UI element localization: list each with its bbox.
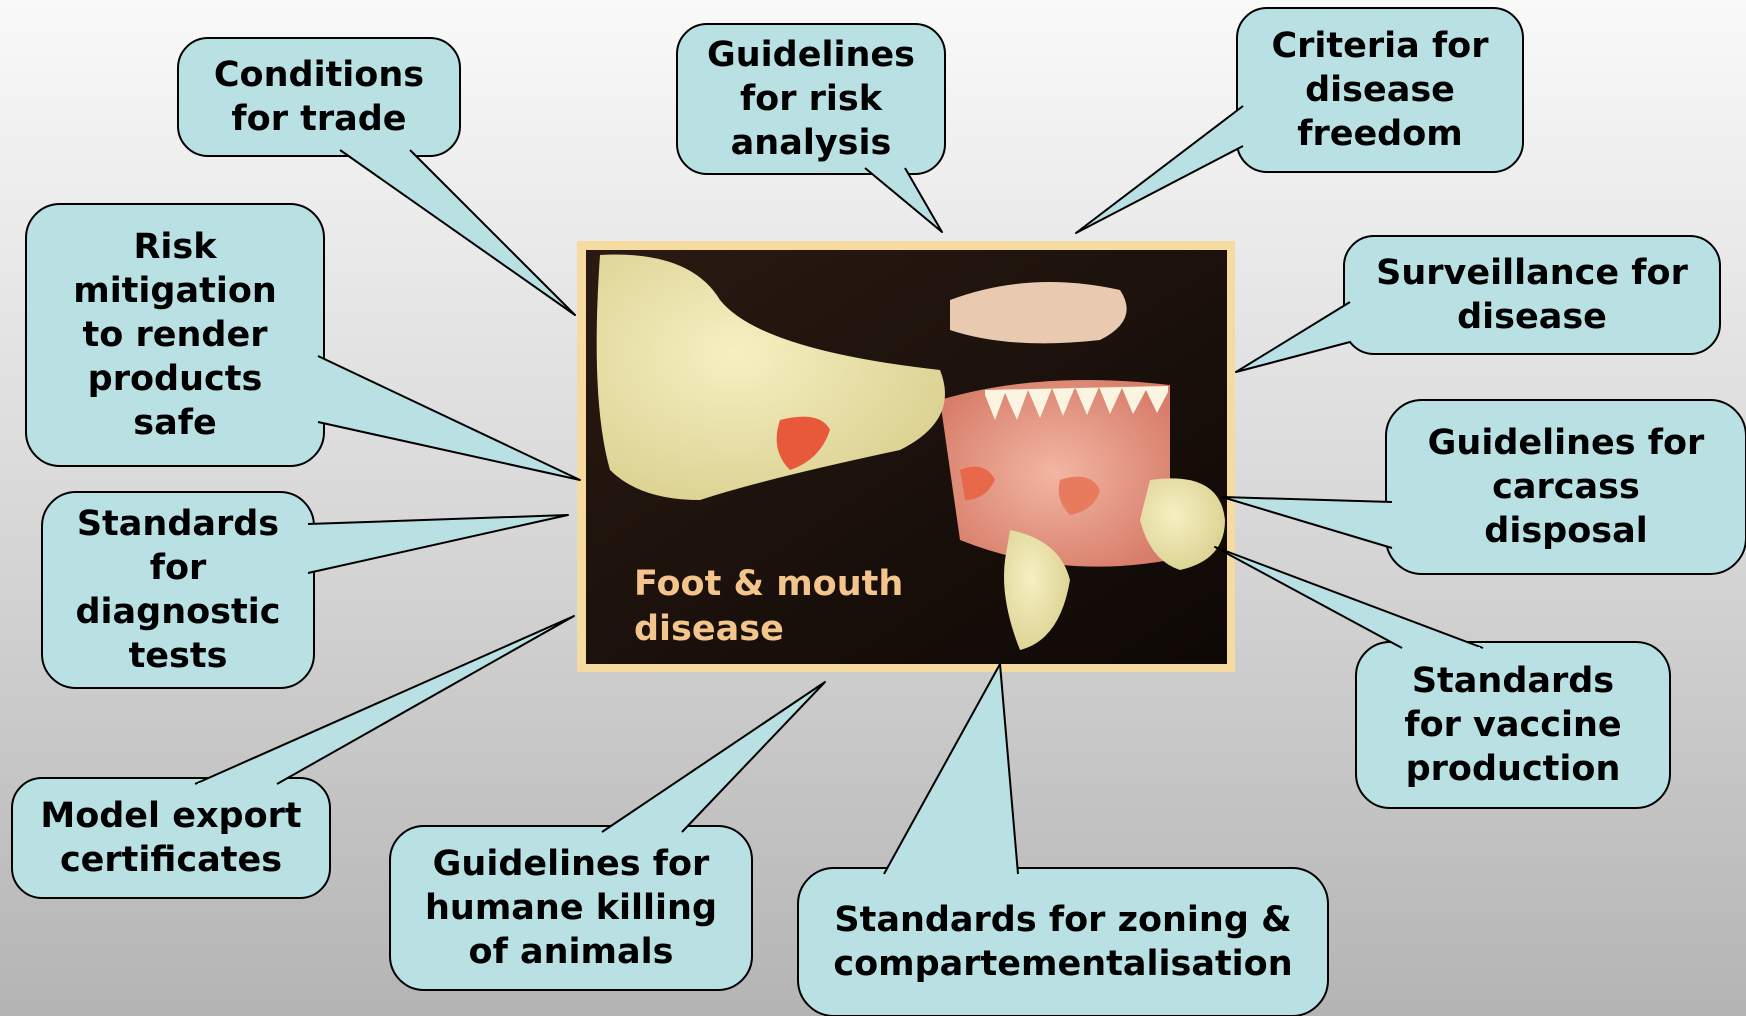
callout-vaccine-production bbox=[1215, 547, 1670, 808]
photo-caption: Foot & mouth disease bbox=[634, 562, 934, 652]
callout-surveillance bbox=[1236, 236, 1720, 372]
callout-humane-killing bbox=[390, 682, 825, 990]
callout-carcass-disposal bbox=[1222, 400, 1746, 574]
callout-criteria-disease-freedom bbox=[1076, 8, 1523, 233]
callout-guidelines-risk-analysis bbox=[677, 24, 945, 232]
callout-zoning bbox=[798, 664, 1328, 1016]
